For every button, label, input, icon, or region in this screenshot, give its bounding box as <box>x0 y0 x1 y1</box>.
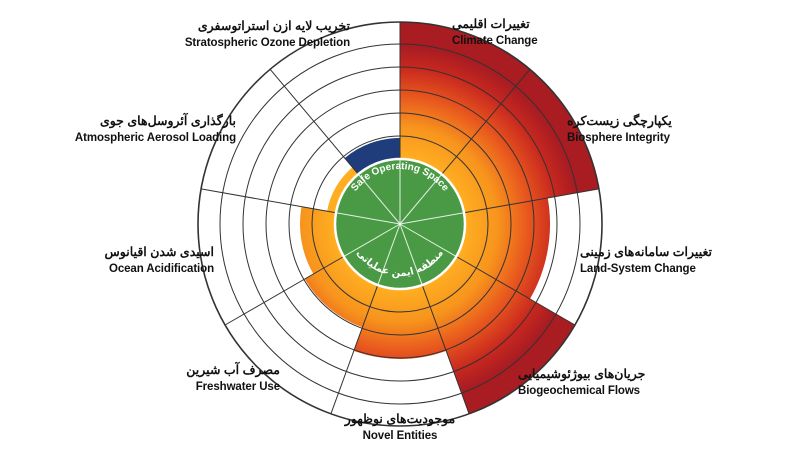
spoke-8 <box>200 188 337 214</box>
label-land-system-change-fa: تغییرات سامانه‌های زمینی <box>580 245 712 259</box>
label-atmospheric-aerosol-loading-en: Atmospheric Aerosol Loading <box>74 132 236 144</box>
inner-spoke-5 <box>399 223 423 286</box>
inner-spoke-lines <box>335 159 465 286</box>
inner-spoke-3 <box>399 212 465 225</box>
inner-spoke-4 <box>399 223 457 257</box>
spoke-4 <box>456 256 576 326</box>
label-stratospheric-ozone-depletion-en: Stratospheric Ozone Depletion <box>184 37 350 49</box>
label-climate-change-en: Climate Change <box>452 35 538 47</box>
label-atmospheric-aerosol-loading: بارگذاری آئروسل‌های جوی Atmospheric Aero… <box>40 113 236 147</box>
spoke-5 <box>421 284 470 414</box>
label-biosphere-integrity: یکپارچگی زیست‌کره Biosphere Integrity <box>567 113 672 147</box>
inner-spoke-2 <box>399 173 443 225</box>
label-climate-change-fa: تغییرات اقلیمی <box>452 17 530 31</box>
label-freshwater-use-fa: مصرف آب شیرین <box>186 363 280 377</box>
ring-lines <box>197 21 603 427</box>
label-ocean-acidification-en: Ocean Acidification <box>108 263 214 275</box>
label-land-system-change-en: Land-System Change <box>580 263 696 275</box>
label-climate-change: تغییرات اقلیمی Climate Change <box>452 16 538 50</box>
label-novel-entities: موجودیت‌های نوظهور Novel Entities <box>318 411 482 445</box>
label-novel-entities-en: Novel Entities <box>362 430 438 442</box>
label-land-system-change: تغییرات سامانه‌های زمینی Land-System Cha… <box>580 244 712 278</box>
label-ocean-acidification: اسیدی شدن اقیانوس Ocean Acidification <box>64 244 215 278</box>
spoke-9 <box>269 68 359 175</box>
label-biogeochemical-flows: جریان‌های بیوژئوشیمیایی Biogeochemical F… <box>518 366 645 400</box>
label-novel-entities-fa: موجودیت‌های نوظهور <box>344 412 456 426</box>
spoke-7 <box>224 256 344 326</box>
inner-spoke-8 <box>335 212 401 225</box>
spoke-2 <box>441 68 531 175</box>
spoke-6 <box>330 284 379 414</box>
inner-spoke-7 <box>343 223 401 257</box>
label-ocean-acidification-fa: اسیدی شدن اقیانوس <box>104 245 214 259</box>
label-stratospheric-ozone-depletion: تخریب لایه ازن استراتوسفری Stratospheric… <box>150 18 350 52</box>
label-biogeochemical-flows-fa: جریان‌های بیوژئوشیمیایی <box>518 367 646 381</box>
inner-spoke-9 <box>357 173 401 225</box>
label-biosphere-integrity-en: Biosphere Integrity <box>567 132 670 144</box>
label-biogeochemical-flows-en: Biogeochemical Flows <box>518 385 640 397</box>
label-atmospheric-aerosol-loading-fa: بارگذاری آئروسل‌های جوی <box>99 114 236 128</box>
inner-spoke-6 <box>377 223 401 286</box>
label-biosphere-integrity-fa: یکپارچگی زیست‌کره <box>567 114 672 128</box>
label-stratospheric-ozone-depletion-fa: تخریب لایه ازن استراتوسفری <box>197 19 350 33</box>
spoke-lines <box>200 22 600 414</box>
spoke-3 <box>463 188 600 214</box>
label-freshwater-use-en: Freshwater Use <box>195 381 280 393</box>
label-freshwater-use: مصرف آب شیرین Freshwater Use <box>130 362 280 396</box>
sector-novel-entities <box>353 224 447 359</box>
